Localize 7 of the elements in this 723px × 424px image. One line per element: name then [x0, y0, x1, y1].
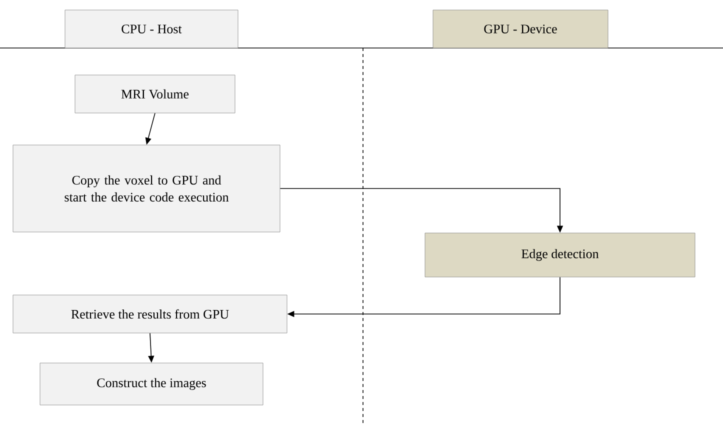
column-header: GPU - Device [432, 10, 608, 48]
process-box: Retrieve the results from GPU [12, 294, 288, 334]
column-header: CPU - Host [64, 10, 238, 48]
process-box: Copy the voxel to GPU and start the device code execution [12, 144, 280, 232]
process-box: Construct the images [40, 362, 264, 406]
process-box: Edge detection [424, 232, 696, 278]
process-box: MRI Volume [74, 74, 236, 114]
